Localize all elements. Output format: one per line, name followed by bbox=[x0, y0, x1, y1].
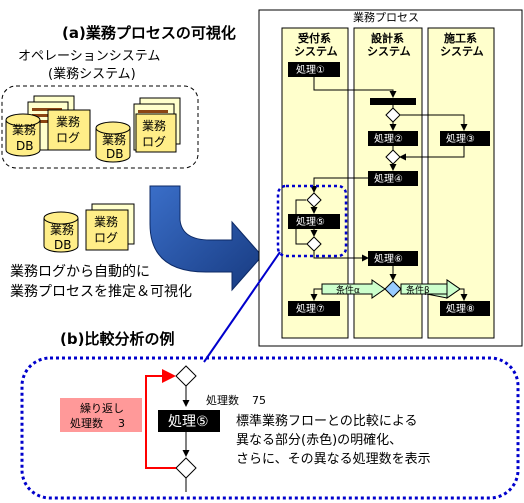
process-step-1 bbox=[288, 62, 340, 77]
lane-label: システム bbox=[294, 45, 338, 58]
database-icon bbox=[5, 113, 41, 157]
loop-return-arrow bbox=[295, 199, 307, 245]
process-step-label: 処理④ bbox=[374, 172, 403, 185]
db-label: DB bbox=[54, 238, 71, 252]
db-label: 業務 bbox=[102, 133, 126, 147]
process-panel-title: 業務プロセス bbox=[353, 10, 419, 24]
flow-arrow bbox=[400, 114, 468, 131]
process-step-label: 処理⑧ bbox=[446, 302, 475, 315]
log-document-icon bbox=[47, 109, 91, 151]
process-step-label: 処理② bbox=[374, 132, 403, 145]
process-step-label: 処理⑤ bbox=[296, 215, 325, 228]
process-step-4 bbox=[368, 171, 418, 186]
operation-system-box bbox=[1, 85, 199, 169]
log-document-icon bbox=[85, 203, 135, 251]
process-step-label: 処理① bbox=[296, 63, 325, 76]
db-label: 業務 bbox=[12, 123, 36, 137]
log-label: 業務 bbox=[94, 215, 118, 229]
swimlane-construction bbox=[427, 27, 495, 339]
big-arrow-icon bbox=[149, 185, 263, 292]
section-a-description: 業務プロセスを推定＆可視化 bbox=[10, 284, 192, 300]
section-a-description: 業務ログから自動的に bbox=[10, 264, 150, 280]
section-b-title: (b)比較分析の例 bbox=[60, 330, 174, 348]
process-step-label: 処理③ bbox=[446, 132, 475, 145]
lane-label: 受付系 bbox=[298, 31, 331, 45]
process-step-8 bbox=[440, 301, 490, 316]
repeat-label: 処理数 bbox=[70, 417, 103, 430]
process-step-5 bbox=[288, 214, 340, 229]
flow-arrow bbox=[399, 146, 465, 161]
section-b-description: さらに、その異なる処理数を表示 bbox=[236, 452, 431, 467]
db-label: 業務 bbox=[50, 223, 74, 237]
process-step-2 bbox=[368, 131, 418, 146]
repeat-value: 3 bbox=[118, 417, 125, 430]
log-label: ログ bbox=[56, 131, 80, 145]
database-icon bbox=[95, 121, 131, 163]
log-label: ログ bbox=[94, 231, 118, 245]
highlight-box bbox=[276, 184, 348, 258]
process-step-3 bbox=[440, 131, 490, 146]
log-label: ログ bbox=[142, 135, 166, 149]
section-b-description: 異なる部分(赤色)の明確化、 bbox=[236, 432, 402, 448]
log-label: 業務 bbox=[56, 115, 80, 129]
process-step-label: 処理⑤ bbox=[168, 414, 209, 430]
operation-system-label: オペレーションシステム bbox=[18, 49, 160, 64]
flow-arrow bbox=[313, 251, 369, 262]
process-step-label: 処理⑦ bbox=[296, 302, 325, 315]
log-label: 業務 bbox=[142, 119, 166, 133]
lane-label: 設計系 bbox=[371, 31, 404, 45]
loop-entry-diamond bbox=[175, 365, 197, 387]
operation-system-sublabel: (業務システム) bbox=[48, 66, 136, 82]
repeat-count-badge bbox=[60, 398, 142, 432]
loop-exit-diamond bbox=[306, 236, 322, 252]
lane-label: システム bbox=[367, 45, 411, 58]
process-step-5-zoom bbox=[158, 410, 220, 432]
process-step-label: 処理⑥ bbox=[374, 252, 403, 265]
section-a-title: (a)業務プロセスの可視化 bbox=[62, 24, 236, 42]
process-count-label: 処理数 bbox=[206, 394, 239, 407]
process-step-7 bbox=[288, 301, 340, 316]
flow-arrow bbox=[310, 288, 322, 301]
process-count-value: 75 bbox=[252, 394, 266, 407]
flow-arrow bbox=[460, 288, 468, 301]
condition-beta-label: 条件β bbox=[406, 284, 430, 296]
lane-label: システム bbox=[440, 45, 484, 58]
flow-arrow bbox=[313, 77, 397, 98]
flow-arrow bbox=[310, 177, 368, 193]
repeat-loop-arrow bbox=[145, 369, 176, 469]
database-icon bbox=[43, 211, 79, 253]
lane-label: 施工系 bbox=[444, 31, 477, 45]
repeat-label: 繰り返し bbox=[80, 401, 124, 415]
process-step-6 bbox=[368, 251, 418, 266]
db-label: DB bbox=[16, 139, 33, 153]
section-b-description: 標準業務フローとの比較による bbox=[236, 413, 417, 429]
loop-exit-diamond bbox=[175, 457, 197, 479]
db-label: DB bbox=[106, 147, 123, 161]
loop-entry-diamond bbox=[306, 192, 322, 208]
zoom-connector-line bbox=[203, 251, 281, 363]
log-document-icon bbox=[135, 113, 177, 153]
fork-bar bbox=[370, 98, 416, 105]
condition-alpha-label: 条件α bbox=[336, 284, 360, 296]
